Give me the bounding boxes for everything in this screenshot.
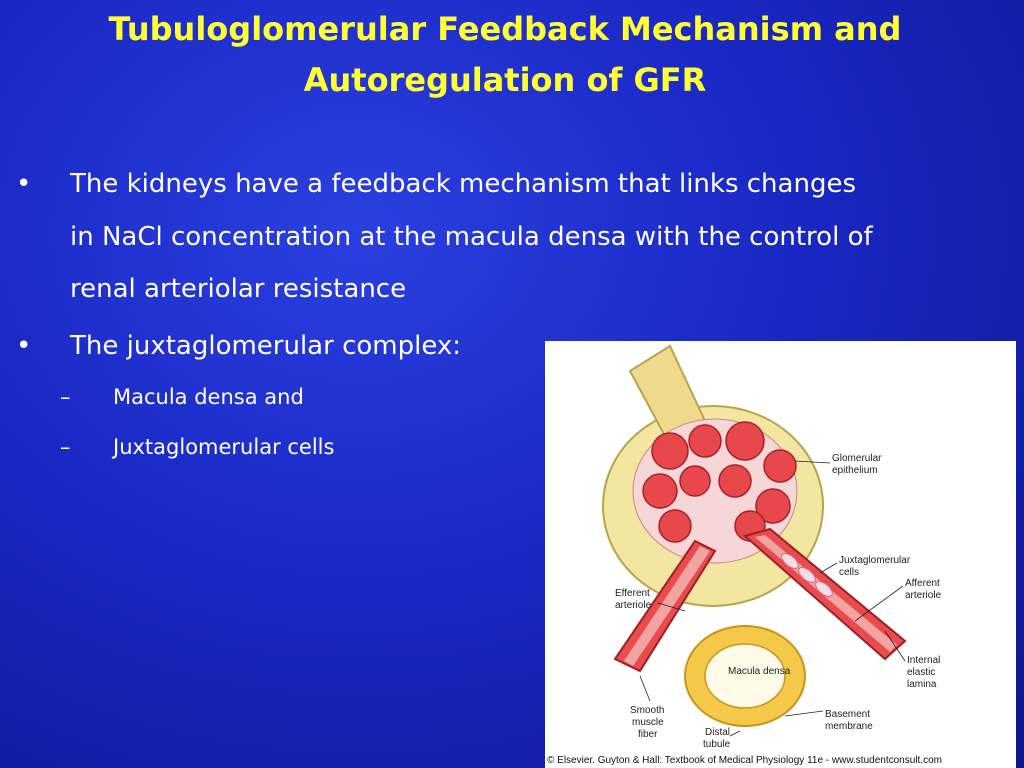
label-internal-elastic-lamina-3: lamina [907,679,937,690]
sub-bullet-item: – Juxtaglomerular cells [0,422,880,472]
macula-densa [704,643,786,709]
label-glomerular-epithelium: Glomerular [832,453,882,464]
label-macula-densa: Macula densa [728,666,791,677]
sub-bullet-item: – Macula densa and [0,372,880,422]
label-basement-membrane: Basement [825,709,870,720]
sub-bullet-text: Macula densa and [113,385,304,409]
juxtaglomerular-diagram: Glomerular epithelium Juxtaglomerular ce… [545,341,1016,768]
label-smooth-muscle-fiber-2: muscle [632,717,664,728]
juxtaglomerular-cells [781,553,833,597]
leader-lines [639,460,906,737]
label-glomerular-epithelium-2: epithelium [832,465,878,476]
sub-bullet-marker: – [60,435,71,459]
sub-bullet-text: Juxtaglomerular cells [113,435,335,459]
bullet-list: • The kidneys have a feedback mechanism … [0,158,880,472]
figure-credit: © Elsevier. Guyton & Hall: Textbook of M… [547,755,942,766]
label-distal-tubule: Distal [705,727,730,738]
label-efferent-arteriole-2: arteriole [615,600,652,611]
bullet-item: • The juxtaglomerular complex: [0,320,880,373]
bullet-text: The juxtaglomerular complex: [70,330,462,361]
label-afferent-arteriole-2: arteriole [905,590,942,601]
slide-title: Tubuloglomerular Feedback Mechanism and … [108,10,902,99]
diagram-illustration: Glomerular epithelium Juxtaglomerular ce… [602,344,942,750]
bullet-item: • The kidneys have a feedback mechanism … [0,158,880,316]
sub-bullet-marker: – [60,385,71,409]
label-efferent-arteriole: Efferent [615,588,650,599]
capillary-loops [642,421,797,543]
label-smooth-muscle-fiber: Smooth [630,705,664,716]
label-distal-tubule-2: tubule [703,739,731,750]
label-afferent-arteriole: Afferent [905,578,940,589]
label-internal-elastic-lamina: Internal [907,655,940,666]
label-smooth-muscle-fiber-3: fiber [638,729,658,740]
label-juxtaglomerular-cells-2: cells [839,567,859,578]
label-internal-elastic-lamina-2: elastic [907,667,935,678]
bullet-marker: • [16,169,32,199]
label-juxtaglomerular-cells: Juxtaglomerular [839,555,911,566]
bullet-text: The kidneys have a feedback mechanism th… [70,169,873,304]
bullet-marker: • [16,330,32,361]
label-basement-membrane-2: membrane [825,721,873,732]
